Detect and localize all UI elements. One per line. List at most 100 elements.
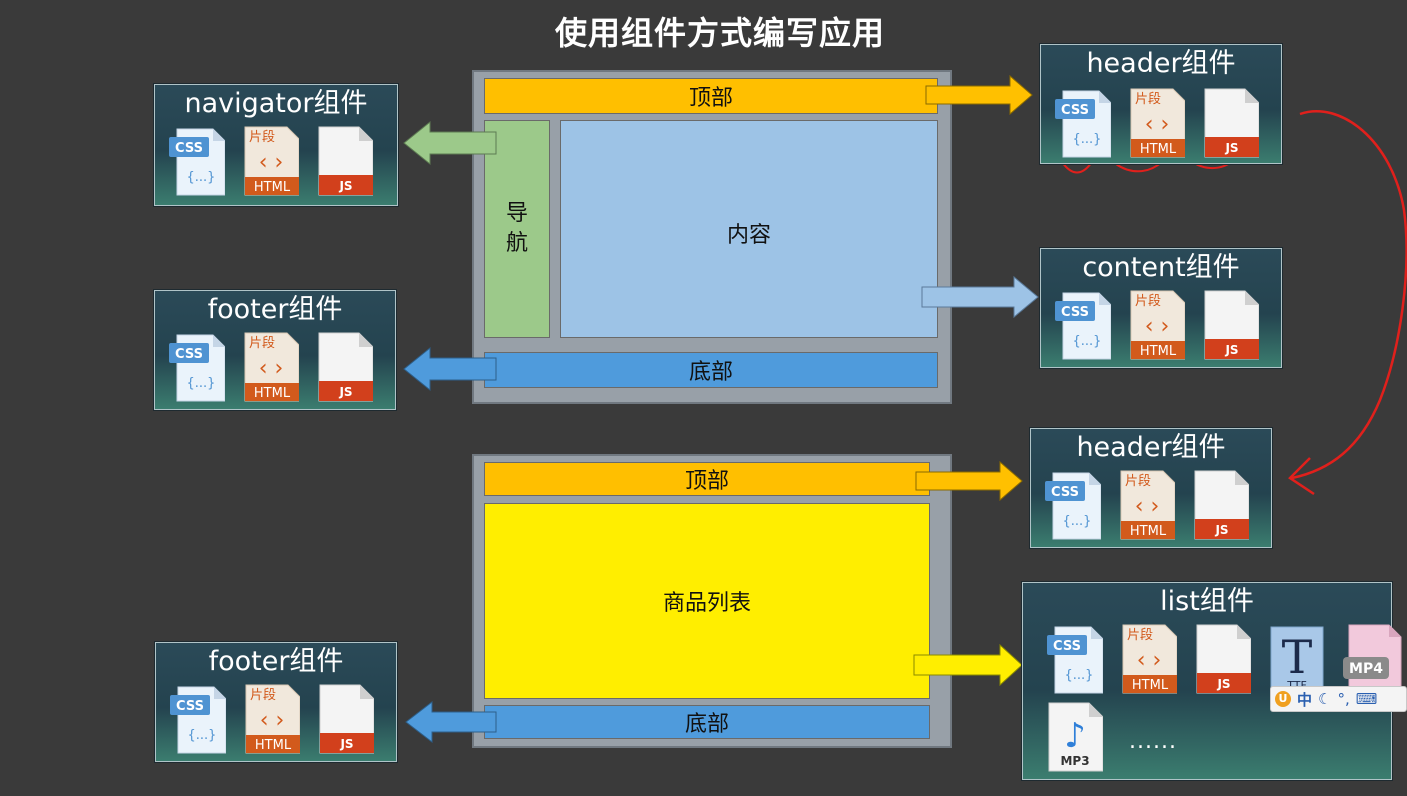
svg-text:HTML: HTML bbox=[1140, 142, 1177, 157]
layout1-content-bar: 内容 bbox=[560, 120, 938, 338]
layout1-nav-label-2: 航 bbox=[505, 231, 528, 256]
layout2-footer-label: 底部 bbox=[684, 712, 729, 737]
header-component-card-b: header组件 CSS{...} 片段‹ ›HTML JS bbox=[1030, 428, 1272, 548]
ime-keyboard-icon[interactable]: ⌨ bbox=[1355, 690, 1378, 708]
file-icons: CSS {...} 片段 ‹ › HTML JS bbox=[170, 683, 374, 755]
file-icons: CSS{...} 片段‹ ›HTML JS bbox=[1045, 469, 1249, 541]
html-file-icon: 片段 ‹ › HTML bbox=[243, 125, 299, 197]
html-file-icon: 片段‹ ›HTML bbox=[1129, 87, 1185, 159]
svg-text:CSS: CSS bbox=[1061, 305, 1089, 320]
svg-text:片段: 片段 bbox=[1125, 474, 1151, 489]
svg-text:{...}: {...} bbox=[1073, 132, 1102, 147]
svg-text:‹ ›: ‹ › bbox=[1135, 494, 1160, 519]
ime-punctuation-icon[interactable]: °, bbox=[1337, 690, 1350, 708]
js-file-icon: JS bbox=[1195, 623, 1251, 695]
layout1-footer-label: 底部 bbox=[688, 360, 733, 385]
svg-text:{...}: {...} bbox=[187, 170, 216, 185]
svg-text:‹ ›: ‹ › bbox=[259, 150, 284, 175]
css-file-icon: CSS {...} bbox=[1047, 623, 1103, 695]
svg-text:{...}: {...} bbox=[1065, 668, 1094, 683]
file-icons: CSS {...} 片段 ‹ › HTML JS bbox=[169, 125, 373, 197]
annotation-curve bbox=[1291, 109, 1407, 480]
layout1-nav-label-1: 导 bbox=[505, 201, 528, 226]
layout1-footer-bar: 底部 bbox=[484, 352, 938, 388]
file-icons: CSS{...} 片段‹ ›HTML JS bbox=[169, 331, 373, 403]
diagram-title: 使用组件方式编写应用 bbox=[554, 14, 885, 52]
svg-text:{...}: {...} bbox=[188, 728, 217, 743]
svg-text:HTML: HTML bbox=[255, 738, 292, 753]
js-file-icon: JS bbox=[1193, 469, 1249, 541]
footer-component-title-b: footer组件 bbox=[208, 646, 344, 677]
svg-text:HTML: HTML bbox=[1140, 344, 1177, 359]
layout2-list-bar: 商品列表 bbox=[484, 503, 930, 699]
list-component-card: list组件 CSS{...} 片段‹ ›HTML JS TTTF MP4 ♪M… bbox=[1022, 582, 1402, 780]
ime-language-toggle[interactable]: 中 bbox=[1297, 690, 1313, 709]
layout1-content-label: 内容 bbox=[726, 223, 771, 248]
js-file-icon: JS bbox=[318, 683, 374, 755]
html-file-icon: 片段 ‹ › HTML bbox=[244, 683, 300, 755]
js-file-icon: JS bbox=[1203, 289, 1259, 361]
ime-moon-icon[interactable]: ☾ bbox=[1318, 690, 1332, 708]
svg-text:‹ ›: ‹ › bbox=[1137, 648, 1162, 673]
svg-text:CSS: CSS bbox=[1051, 485, 1079, 500]
layout2-footer-bar: 底部 bbox=[484, 705, 930, 739]
svg-text:JS: JS bbox=[1224, 141, 1238, 155]
css-file-icon: CSS{...} bbox=[1055, 289, 1111, 361]
layout1-nav-bar: 导 航 bbox=[484, 120, 550, 338]
css-file-icon: CSS {...} bbox=[169, 125, 225, 197]
css-file-icon: CSS {...} bbox=[1055, 87, 1111, 159]
ttf-file-icon: TTTF bbox=[1269, 623, 1325, 695]
svg-text:CSS: CSS bbox=[1061, 103, 1089, 118]
content-component-card: content组件 CSS{...} 片段 ‹ › HTML JS bbox=[1040, 248, 1282, 368]
file-icons: CSS{...} 片段‹ ›HTML JS TTTF MP4 bbox=[1047, 623, 1402, 695]
layout2-header-label: 顶部 bbox=[684, 469, 729, 494]
js-file-icon: JS bbox=[317, 331, 373, 403]
mp4-file-icon: MP4 bbox=[1343, 623, 1402, 695]
file-icons: CSS{...} 片段 ‹ › HTML JS bbox=[1055, 289, 1259, 361]
svg-text:‹ ›: ‹ › bbox=[260, 708, 285, 733]
svg-text:T: T bbox=[1282, 630, 1313, 684]
ime-logo-icon[interactable]: U bbox=[1275, 691, 1291, 707]
footer-component-card-b: footer组件 CSS {...} 片段 ‹ › HTML JS bbox=[155, 642, 397, 762]
layout2-list-label: 商品列表 bbox=[662, 591, 751, 616]
html-file-icon: 片段‹ ›HTML bbox=[1119, 469, 1175, 541]
more-files-ellipsis: ...... bbox=[1129, 729, 1177, 754]
content-component-title: content组件 bbox=[1082, 252, 1240, 283]
svg-text:{...}: {...} bbox=[1063, 514, 1092, 529]
svg-text:片段: 片段 bbox=[250, 688, 276, 703]
svg-text:HTML: HTML bbox=[254, 386, 291, 401]
html-file-icon: 片段 ‹ › HTML bbox=[1129, 289, 1185, 361]
svg-text:CSS: CSS bbox=[175, 141, 203, 156]
svg-text:片段: 片段 bbox=[1135, 294, 1161, 309]
svg-text:CSS: CSS bbox=[1053, 639, 1081, 654]
svg-text:JS: JS bbox=[1216, 677, 1230, 691]
header-component-title-b: header组件 bbox=[1076, 432, 1226, 463]
navigator-component-card: navigator组件 CSS {...} 片段 ‹ › HTML JS bbox=[154, 84, 398, 206]
html-file-icon: 片段‹ ›HTML bbox=[243, 331, 299, 403]
annotation-curve-arrowhead bbox=[1288, 457, 1315, 496]
svg-text:♪: ♪ bbox=[1064, 716, 1086, 756]
css-file-icon: CSS {...} bbox=[1045, 469, 1101, 541]
svg-text:CSS: CSS bbox=[176, 699, 204, 714]
footer-component-title-a: footer组件 bbox=[207, 294, 343, 325]
svg-text:JS: JS bbox=[338, 179, 352, 193]
svg-text:HTML: HTML bbox=[1132, 678, 1169, 693]
svg-text:HTML: HTML bbox=[254, 180, 291, 195]
list-component-title: list组件 bbox=[1160, 586, 1254, 617]
svg-text:‹ ›: ‹ › bbox=[1145, 112, 1170, 137]
svg-text:片段: 片段 bbox=[249, 130, 275, 145]
footer-component-card-a: footer组件 CSS{...} 片段‹ ›HTML JS bbox=[154, 290, 396, 410]
ime-toolbar[interactable]: U 中 ☾ °, ⌨ bbox=[1270, 686, 1407, 712]
html-file-icon: 片段‹ ›HTML bbox=[1121, 623, 1177, 695]
svg-text:JS: JS bbox=[1214, 523, 1228, 537]
svg-text:‹ ›: ‹ › bbox=[1145, 314, 1170, 339]
mp3-file-icon: ♪MP3 bbox=[1047, 701, 1104, 777]
header-component-title-a: header组件 bbox=[1086, 48, 1236, 79]
navigator-component-title: navigator组件 bbox=[184, 88, 368, 119]
layout1-header-bar: 顶部 bbox=[484, 78, 938, 114]
svg-text:{...}: {...} bbox=[187, 376, 216, 391]
css-file-icon: CSS{...} bbox=[169, 331, 225, 403]
js-file-icon: JS bbox=[1203, 87, 1259, 159]
svg-text:MP3: MP3 bbox=[1060, 754, 1089, 768]
